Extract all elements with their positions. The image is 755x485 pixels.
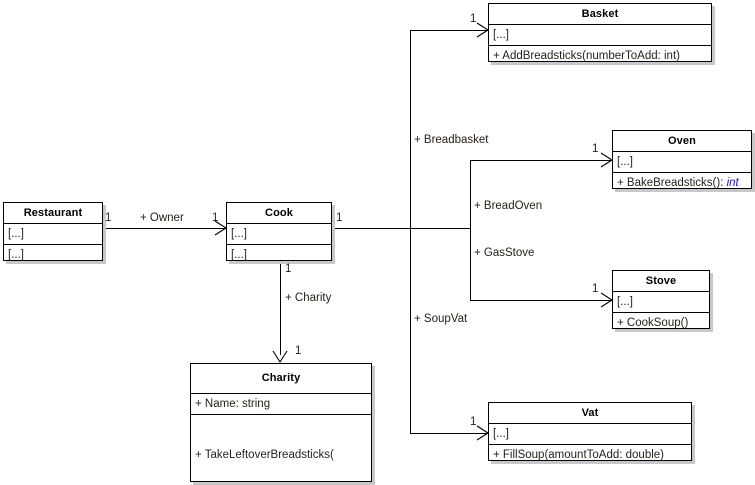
method-takeleftoverbreadsticks-line1: + TakeLeftoverBreadsticks(: [195, 449, 334, 461]
class-compartment-vat-attributes: [...]: [489, 424, 691, 445]
class-compartment-charity-methods: + TakeLeftoverBreadsticks( numberToAccep…: [191, 415, 371, 485]
arrow-head-breadoven: [600, 152, 614, 168]
role-label-breadoven: + BreadOven: [474, 200, 543, 212]
trunk-line-main: [410, 30, 411, 433]
role-label-charity: + Charity: [285, 292, 332, 304]
association-line-cook-trunk: [332, 228, 411, 229]
class-compartment-restaurant-methods: [...]: [8, 249, 24, 261]
association-line-breadoven: [470, 160, 612, 161]
class-compartment-oven-attributes: [...]: [613, 152, 751, 173]
multiplicity-oven: 1: [592, 143, 599, 155]
class-box-restaurant[interactable]: Restaurant [...] [...]: [3, 202, 103, 261]
multiplicity-charity-target: 1: [295, 345, 302, 357]
arrow-head-owner: [214, 220, 228, 236]
class-compartment-basket-methods: + AddBreadsticks(numberToAdd: int): [493, 50, 680, 62]
method-signature-bakebreadsticks: + BakeBreadsticks():: [617, 177, 727, 189]
class-compartment-oven-methods: + BakeBreadsticks(): int: [613, 173, 751, 193]
multiplicity-cook-charity: 1: [285, 263, 292, 275]
class-name-oven: Oven: [613, 131, 751, 152]
class-box-cook[interactable]: Cook [...] [...]: [226, 202, 332, 261]
role-label-owner: + Owner: [140, 212, 184, 224]
class-box-stove[interactable]: Stove [...] + CookSoup(): [612, 270, 710, 329]
class-name-stove: Stove: [613, 271, 709, 292]
class-compartment-vat-methods: + FillSoup(amountToAdd: double): [493, 449, 665, 461]
class-box-basket[interactable]: Basket [...] + AddBreadsticks(numberToAd…: [488, 3, 712, 62]
association-line-gasstove: [470, 300, 612, 301]
arrow-head-charity: [272, 350, 288, 364]
class-compartment-restaurant-attributes: [...]: [4, 224, 102, 245]
class-box-charity[interactable]: Charity + Name: string + TakeLeftoverBre…: [190, 363, 372, 482]
multiplicity-basket: 1: [470, 13, 477, 25]
multiplicity-cook-owner: 1: [212, 212, 219, 224]
association-line-owner: [103, 228, 226, 229]
class-name-cook: Cook: [227, 203, 331, 224]
multiplicity-restaurant-owner: 1: [105, 212, 112, 224]
class-name-restaurant: Restaurant: [4, 203, 102, 224]
class-compartment-stove-methods: + CookSoup(): [617, 317, 689, 329]
association-line-charity: [280, 261, 281, 355]
class-compartment-charity-attributes: + Name: string: [191, 394, 371, 415]
arrow-head-breadbasket: [476, 22, 490, 38]
class-compartment-cook-methods: [...]: [231, 249, 247, 261]
role-label-soupvat: + SoupVat: [414, 313, 468, 325]
multiplicity-stove: 1: [592, 283, 599, 295]
multiplicity-cook-right: 1: [336, 212, 343, 224]
class-compartment-stove-attributes: [...]: [613, 292, 709, 313]
multiplicity-vat: 1: [470, 416, 477, 428]
class-compartment-cook-attributes: [...]: [227, 224, 331, 245]
return-type-bakebreadsticks: int: [726, 177, 739, 189]
class-box-oven[interactable]: Oven [...] + BakeBreadsticks(): int: [612, 130, 752, 189]
arrow-head-soupvat: [476, 425, 490, 441]
arrow-head-gasstove: [600, 292, 614, 308]
association-line-soupvat: [410, 433, 488, 434]
class-name-charity: Charity: [191, 364, 371, 394]
association-line-breadbasket: [410, 30, 488, 31]
role-label-gasstove: + GasStove: [474, 247, 535, 259]
class-compartment-basket-attributes: [...]: [489, 25, 711, 46]
association-line-branch-stub: [410, 228, 470, 229]
class-name-basket: Basket: [489, 4, 711, 25]
branch-line-oven-stove: [470, 160, 471, 300]
role-label-breadbasket: + Breadbasket: [414, 134, 489, 146]
class-box-vat[interactable]: Vat [...] + FillSoup(amountToAdd: double…: [488, 402, 692, 461]
class-name-vat: Vat: [489, 403, 691, 424]
